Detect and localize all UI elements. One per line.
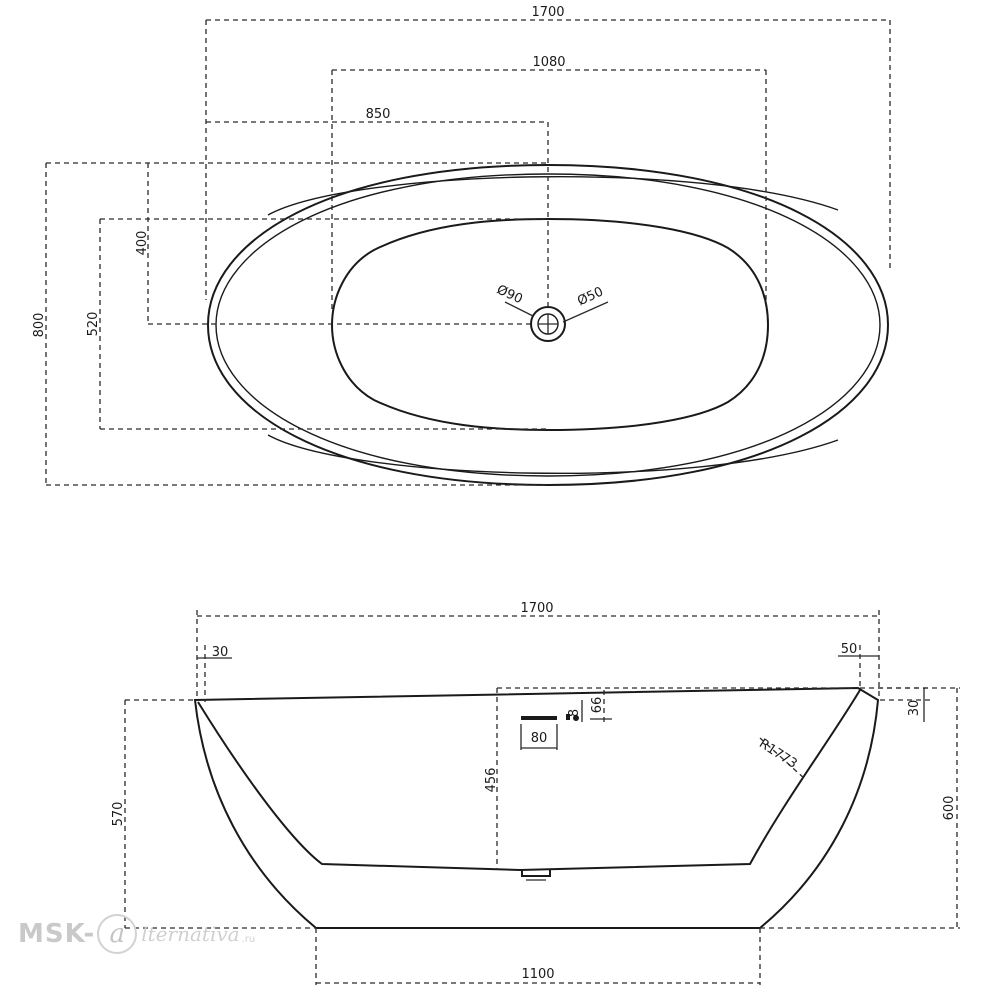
overflow-marker-2: [573, 715, 579, 721]
dim-850: 850: [366, 107, 391, 122]
watermark-logo-icon: a: [97, 914, 138, 954]
tub-shoulder-bottom: [267, 434, 839, 474]
drain-leader-50: [562, 301, 609, 323]
tub-basin: [330, 217, 770, 432]
dim-520: 520: [86, 312, 101, 337]
watermark: MSK- a lternativa .ru: [18, 912, 255, 956]
dim-800: 800: [32, 313, 47, 338]
overflow-slot: [521, 716, 557, 720]
dim-600: 600: [942, 796, 957, 821]
watermark-suffix: .ru: [241, 933, 256, 945]
dim-top-1700: 1700: [531, 5, 564, 20]
radius-leader: [759, 737, 807, 781]
dim-80: 80: [531, 731, 548, 746]
dim-rim-50: 50: [841, 642, 858, 657]
tub-side-basin: [197, 689, 861, 872]
watermark-brand-right: lternativa: [141, 922, 240, 946]
dim-8: 8: [567, 709, 582, 717]
side-drain: [521, 870, 551, 877]
dim-radius: R1773: [756, 736, 799, 772]
drain-leader-90: [504, 301, 534, 317]
dim-rim-30: 30: [212, 645, 229, 660]
dim-side-1700: 1700: [520, 601, 553, 616]
overflow-marker-1: [566, 714, 570, 720]
dim-570: 570: [111, 802, 126, 827]
dim-400: 400: [135, 231, 150, 256]
dim-rim-height-30: 30: [907, 700, 922, 717]
dim-456: 456: [484, 768, 499, 793]
tub-outer-rim: [206, 163, 890, 487]
watermark-brand-left: MSK-: [18, 919, 96, 949]
drain-outer-circle: [530, 306, 566, 342]
dim-1080: 1080: [532, 55, 565, 70]
tub-shoulder-top: [267, 176, 839, 216]
tub-side-outer: [193, 686, 880, 929]
side-view: 1700 30 50 30 570 600 456 80: [111, 601, 960, 985]
tub-inner-rim: [215, 173, 881, 477]
dim-1100: 1100: [521, 967, 554, 982]
dim-66: 66: [590, 697, 605, 714]
top-view: 1700 1080 850 800 400 520 Ø90 Ø50: [32, 5, 891, 487]
